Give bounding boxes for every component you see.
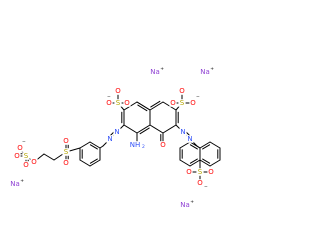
sulfonate-left-charge: −	[107, 95, 111, 100]
ether-o-mask	[30, 158, 38, 166]
core-bond-3	[136, 124, 151, 134]
sodium-ion-bottom-left-charge: +	[20, 178, 24, 184]
sulfonate-o-top-right-c: O	[190, 99, 196, 107]
sulfone-s: S	[64, 148, 69, 156]
sodium-ion-top-right: Na	[200, 68, 210, 76]
sodium-ion-bottom-right-charge: +	[190, 199, 194, 205]
naph-sulfonate-s-mask	[196, 168, 204, 176]
sulfonate-o-top-left-c: O	[124, 99, 130, 107]
phenyl-bond-4-inner	[89, 158, 98, 164]
sodium-ion-top-right-charge: +	[210, 66, 214, 72]
naph2-bond-0-inner	[202, 158, 211, 164]
chain-bond-2	[43, 153, 55, 161]
naph-sulfonate-o-b: O	[208, 168, 214, 176]
azo-n2: N	[107, 135, 112, 143]
sulfonate-o-top-left-b: O	[106, 99, 112, 107]
sulfate-o-c: O	[23, 161, 29, 169]
naph2-bond-1	[209, 159, 221, 167]
core-bond-1d	[136, 101, 151, 111]
sulfonate-o-top-left-a: O	[115, 87, 121, 95]
core-bond-7d-inner	[150, 100, 161, 108]
naph2-bond-4	[199, 141, 211, 149]
sulfate-o-a: O	[17, 144, 23, 152]
sulfone-o-a-mask	[62, 137, 70, 145]
naph-sulfonate-o-c: O	[197, 179, 203, 187]
sulfate-o-a-mask	[16, 144, 24, 152]
naph2-bond-3	[209, 141, 221, 149]
core-bond-10	[149, 124, 164, 134]
amine-n: NH	[130, 141, 141, 149]
ketone-o: O	[160, 141, 166, 149]
naph1-bond-1-inner	[189, 158, 198, 164]
azo-n3: N	[180, 128, 185, 136]
naph-sulfonate-o-c-mask	[196, 179, 204, 187]
naph2-bond-0	[199, 159, 211, 167]
phenyl-bond-0-inner	[89, 144, 98, 150]
azo-n4: N	[187, 135, 192, 143]
sodium-ion-bottom-left: Na	[10, 180, 20, 188]
azo-n1-mask	[113, 128, 121, 136]
naph2-bond-4-inner	[202, 144, 211, 150]
amine-subscript: 2	[142, 144, 145, 150]
sodium-ion-bottom-right: Na	[180, 201, 190, 209]
core-bond-9	[162, 124, 177, 134]
core-bond-7d	[149, 101, 164, 111]
core-bond-1d-inner	[137, 104, 148, 112]
sulfone-o-b: O	[63, 159, 69, 167]
sulfonate-o-top-right-a-mask	[178, 87, 186, 95]
azo-n4-mask	[186, 135, 194, 143]
sulfate-s-mask	[22, 152, 30, 160]
sulfone-o-b-mask	[62, 159, 70, 167]
sulfonate-o-top-left-b-mask	[105, 99, 113, 107]
ketone-o-mask	[159, 141, 167, 149]
naph1-bond-5-inner	[189, 144, 198, 150]
sulfonate-o-top-right-b: O	[170, 99, 176, 107]
sodium-ion-top-left-charge: +	[160, 66, 164, 72]
azo-n2-mask	[106, 135, 114, 143]
sulfate-charge: −	[22, 140, 26, 145]
naph1-bond-1	[189, 159, 201, 167]
sulfate-o-c-mask	[22, 161, 30, 169]
core-bond-4	[123, 124, 138, 134]
sulfonate-s-top-left-mask	[114, 99, 122, 107]
sulfonate-o-top-right-c-mask	[189, 99, 197, 107]
naph-sulfonate-charge: −	[204, 185, 208, 190]
phenyl-bond-1	[79, 141, 91, 149]
azo-n3-mask	[179, 128, 187, 136]
sulfonate-o-top-left-a-mask	[114, 87, 122, 95]
naph-sulfonate-s: S	[198, 168, 203, 176]
sulfonate-s-top-left: S	[116, 99, 121, 107]
naph-sulfonate-o-a-mask	[185, 168, 193, 176]
sulfonate-s-top-right: S	[180, 99, 185, 107]
ether-o: O	[31, 158, 37, 166]
core-bond-3-inner	[139, 127, 150, 135]
naph1-bond-4	[179, 141, 191, 149]
naph-sulfonate-o-a: O	[186, 168, 192, 176]
sulfate-s: S	[24, 152, 29, 160]
phenyl-bond-4	[89, 159, 101, 167]
sulfate-o-b-mask	[13, 152, 21, 160]
naph-attach	[196, 145, 201, 149]
sulfone-o-a: O	[63, 137, 69, 145]
sulfonate-o-top-left-c-mask	[123, 99, 131, 107]
naph1-bond-2	[179, 159, 191, 167]
sulfone-s-mask	[62, 148, 70, 156]
azo-n1: N	[114, 128, 119, 136]
phenyl-bond-0	[89, 141, 101, 149]
phenyl-bond-3	[79, 159, 91, 167]
sulfonate-o-top-right-a: O	[179, 87, 185, 95]
amine-n-mask	[131, 141, 139, 149]
sulfonate-o-top-right-b-mask	[169, 99, 177, 107]
sulfonate-right-charge: −	[196, 95, 200, 100]
sodium-ion-top-left: Na	[150, 68, 160, 76]
naph-sulfonate-o-b-mask	[207, 168, 215, 176]
phenyl-attach	[99, 145, 104, 149]
sulfonate-s-top-right-mask	[178, 99, 186, 107]
sulfate-o-b: O	[14, 152, 20, 160]
